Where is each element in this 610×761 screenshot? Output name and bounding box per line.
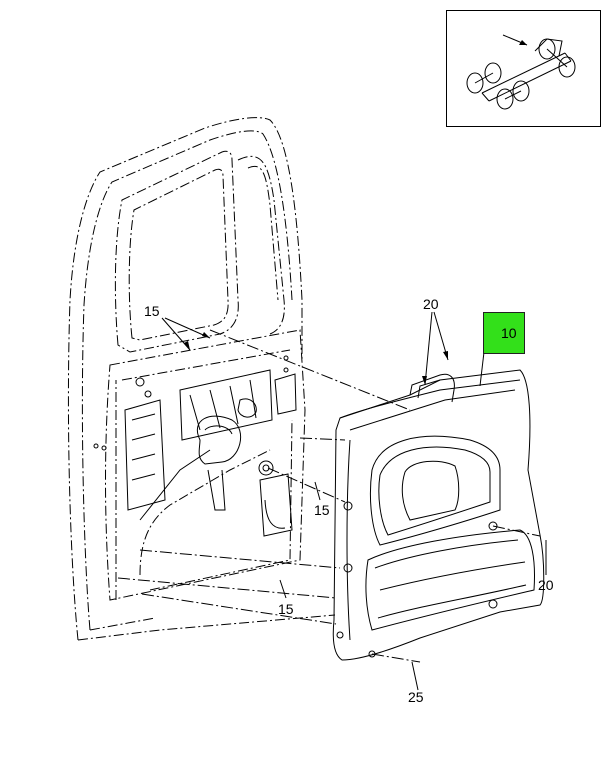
callout-15-middle[interactable]: 15 [314,502,330,518]
door-frame [67,117,336,641]
vehicle-locator-inset [446,10,601,127]
truck-chassis-icon [466,34,576,110]
door-inner-panel [105,329,306,601]
callout-15-top[interactable]: 15 [144,303,160,319]
callout-20-right[interactable]: 20 [538,577,554,593]
window-regulator [93,355,297,537]
callout-10-label: 10 [501,325,517,341]
callout-20-top[interactable]: 20 [423,296,439,312]
callout-leaders [161,311,547,691]
callout-15-bottom[interactable]: 15 [278,601,294,617]
callout-25[interactable]: 25 [408,689,424,705]
arrowheads [184,332,448,385]
window-opening [114,150,285,353]
leader-lines [117,329,541,663]
part-10-highlight-callout[interactable]: 10 [483,312,525,354]
door-trim-panel [332,369,545,661]
